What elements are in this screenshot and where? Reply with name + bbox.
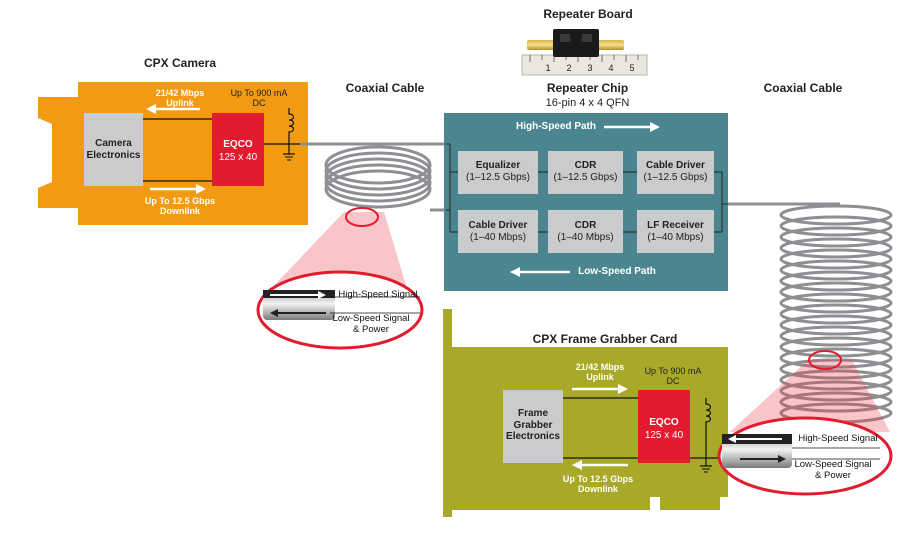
frame-grabber-eqco-chip <box>638 390 690 463</box>
camera-eqco-size: 125 x 40 <box>218 152 258 163</box>
left-high-speed-label: High-Speed Signal <box>338 289 418 300</box>
block-cable-driver-high-name: Cable Driver <box>646 160 705 171</box>
frame-grabber-electronics-box <box>503 390 563 463</box>
camera-electronics-box <box>84 113 143 186</box>
block-cable-driver-low <box>458 210 538 253</box>
camera-power-label: Up To 900 mA DC <box>230 88 288 109</box>
frame-grabber-pcb <box>443 309 728 517</box>
repeater-board-title: Repeater Board <box>543 7 633 21</box>
camera-uplink-label: Uplink <box>166 98 194 108</box>
repeater-chip-title: Repeater Chip <box>546 81 629 95</box>
camera-uplink-rate: 21/42 Mbps <box>155 88 205 98</box>
block-cdr-high-name: CDR <box>574 160 597 171</box>
right-low-speed-label: Low-Speed Signal & Power <box>794 459 872 481</box>
repeater-chip-body <box>444 113 728 291</box>
frame-grabber-title: CPX Frame Grabber Card <box>532 332 678 346</box>
ruler-number: 4 <box>608 63 614 73</box>
ruler-number: 5 <box>629 63 635 73</box>
frame-grabber-electronics-label: Frame Grabber Electronics <box>506 408 560 442</box>
sma-connector-right <box>596 40 624 50</box>
right-zoom-beam <box>730 360 890 432</box>
ruler-number: 1 <box>545 63 551 73</box>
frame-grabber-eqco-size: 125 x 40 <box>644 430 684 441</box>
block-equalizer-name: Equalizer <box>475 160 521 171</box>
camera-eqco-label: EQCO <box>223 139 253 150</box>
coax-right-title: Coaxial Cable <box>763 81 843 95</box>
camera-downlink-rate: Up To 12.5 Gbps <box>144 196 216 206</box>
frame-grabber-uplink-rate: 21/42 Mbps <box>575 362 625 372</box>
block-cable-driver-low-name: Cable Driver <box>468 220 528 231</box>
block-cable-driver-low-range: (1–40 Mbps) <box>469 232 527 243</box>
block-cdr-low-range: (1–40 Mbps) <box>557 232 614 243</box>
camera-lens <box>38 97 82 208</box>
right-coax-coil <box>728 202 893 424</box>
repeater-board-photo <box>521 29 648 76</box>
ruler-number: 2 <box>566 63 572 73</box>
block-cdr-low <box>548 210 623 253</box>
frame-grabber-card <box>443 309 730 517</box>
left-zoom-beam <box>268 212 408 292</box>
block-cdr-high-range: (1–12.5 Gbps) <box>553 172 618 183</box>
camera-eqco-chip <box>212 113 264 186</box>
right-high-speed-label: High-Speed Signal <box>798 433 878 444</box>
coax-left-title: Coaxial Cable <box>345 81 425 95</box>
camera-downlink-label: Downlink <box>160 206 200 216</box>
frame-grabber-inductor <box>705 398 712 458</box>
block-lf-receiver-range: (1–40 Mbps) <box>647 232 704 243</box>
left-coax-coil <box>300 142 446 212</box>
frame-grabber-eqco-label: EQCO <box>649 417 679 428</box>
ruler-number: 3 <box>587 63 593 73</box>
frame-grabber-uplink-label: Uplink <box>586 372 614 382</box>
block-equalizer <box>458 151 538 194</box>
repeater-chip-package: 16-pin 4 x 4 QFN <box>545 97 630 109</box>
frame-grabber-power-label: Up To 900 mA DC <box>644 366 702 387</box>
block-cdr-high <box>548 151 623 194</box>
block-cdr-low-name: CDR <box>574 220 597 231</box>
block-lf-receiver-name: LF Receiver <box>647 220 704 231</box>
camera-title: CPX Camera <box>143 56 217 70</box>
block-equalizer-range: (1–12.5 Gbps) <box>466 172 530 183</box>
camera-inductor <box>288 108 295 144</box>
block-lf-receiver <box>637 210 714 253</box>
repeater-pcb <box>553 29 599 57</box>
left-zoom-origin <box>345 207 379 227</box>
frame-grabber-downlink-rate: Up To 12.5 Gbps <box>562 474 634 484</box>
frame-grabber-downlink-label: Downlink <box>578 484 618 494</box>
left-low-speed-label: Low-Speed Signal & Power <box>332 313 410 335</box>
low-speed-path-label: Low-Speed Path <box>578 266 656 277</box>
sma-connector-left <box>527 40 555 50</box>
block-cable-driver-high <box>637 151 714 194</box>
right-zoom-origin <box>808 350 842 370</box>
camera-body <box>38 82 308 225</box>
high-speed-path-label: High-Speed Path <box>515 121 596 132</box>
block-cable-driver-high-range: (1–12.5 Gbps) <box>643 172 708 183</box>
camera-electronics-label: Camera Electronics <box>86 138 141 161</box>
